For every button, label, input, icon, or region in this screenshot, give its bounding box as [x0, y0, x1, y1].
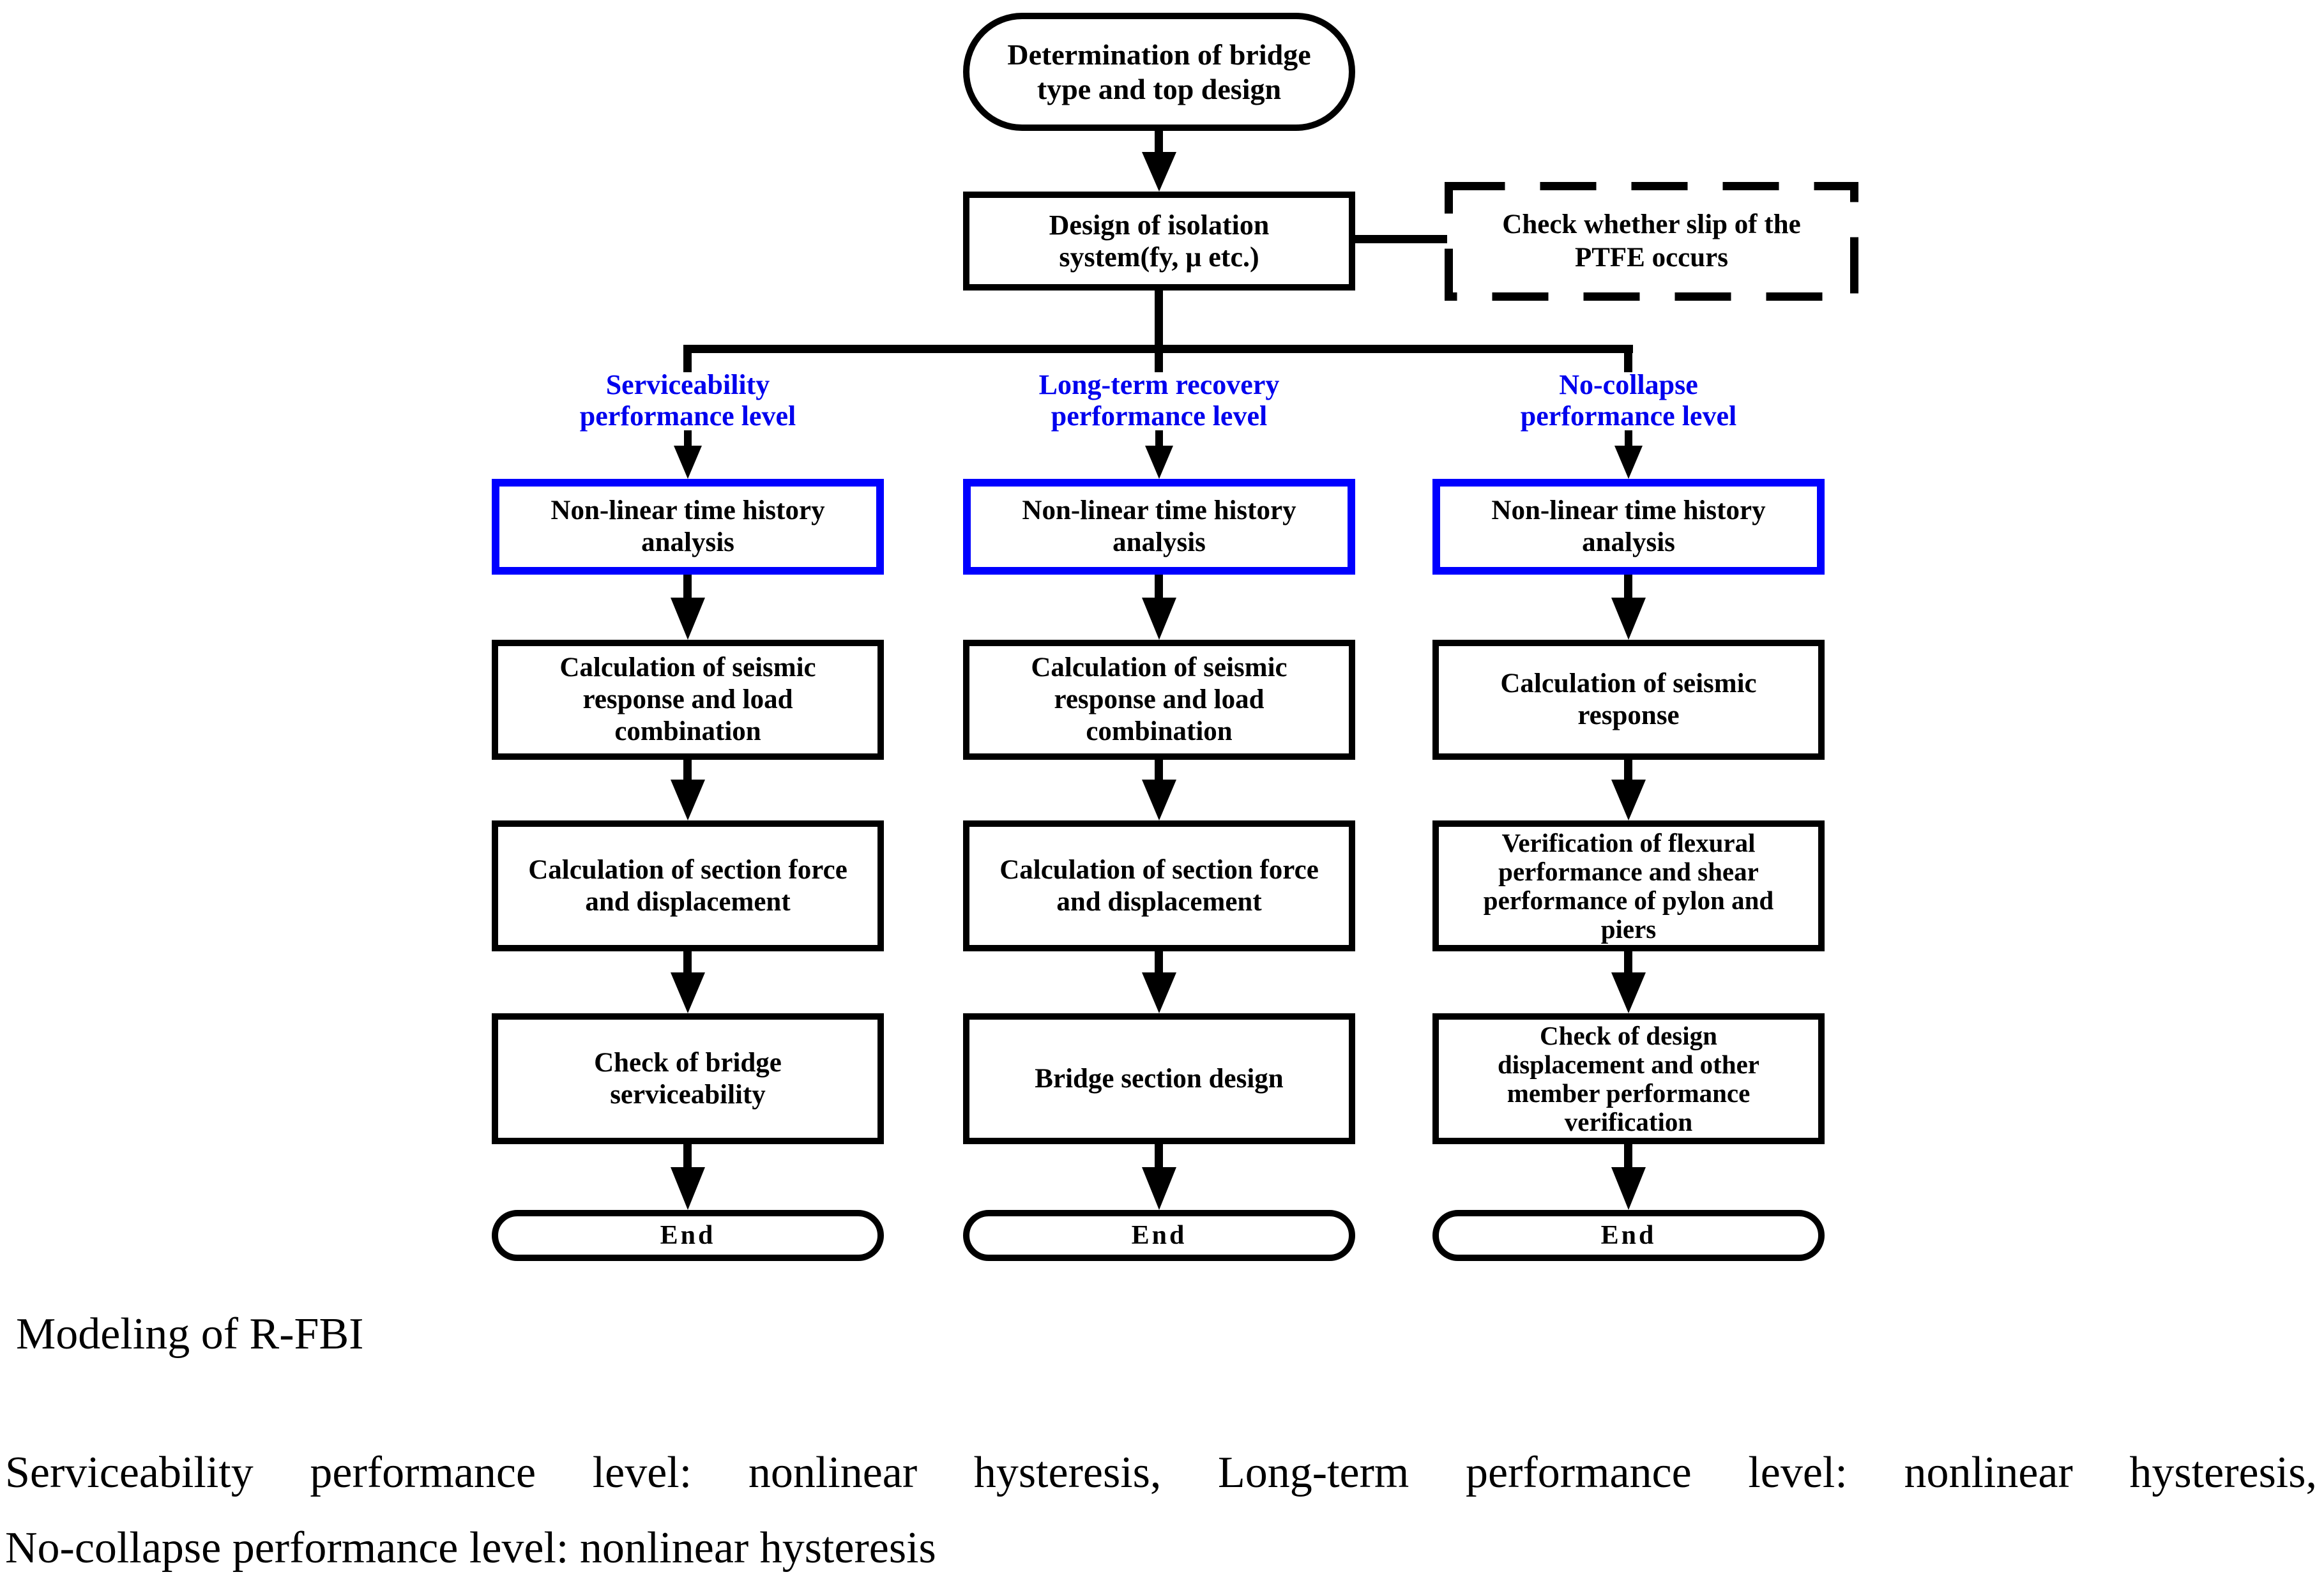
col2-nonlinear-analysis-node: Non-linear time history analysis: [963, 479, 1355, 575]
label-no-collapse-level: No-collapse performance level: [1520, 369, 1737, 432]
arrow-col2-2-shaft: [1155, 760, 1163, 781]
slip-check-dashed-border: [1445, 182, 1858, 301]
start-node: Determination of bridge type and top des…: [963, 13, 1355, 131]
arrow-col1-3-head: [671, 972, 705, 1013]
branch-stub-right: [1624, 353, 1632, 372]
col3-flexural-verification-node: Verification of flexural performance and…: [1432, 820, 1825, 951]
arrow-start-to-isolation-head: [1142, 152, 1176, 192]
arrow-label-col2-shaft: [1155, 430, 1163, 447]
col3-displacement-check-node: Check of design displacement and other m…: [1432, 1013, 1825, 1144]
arrow-start-to-isolation-shaft: [1155, 131, 1163, 153]
arrow-col2-1-head: [1142, 598, 1176, 640]
arrow-col2-3-shaft: [1155, 951, 1163, 974]
arrow-label-col2-head: [1145, 446, 1173, 479]
arrow-label-col3-head: [1614, 446, 1643, 479]
col1-section-force-node: Calculation of section force and displac…: [492, 820, 884, 951]
arrow-col3-1-shaft: [1624, 575, 1632, 599]
arrow-col2-3-head: [1142, 972, 1176, 1013]
arrow-col1-2-head: [671, 780, 705, 820]
arrow-col3-2-head: [1611, 780, 1646, 820]
col3-nonlinear-analysis-node: Non-linear time history analysis: [1432, 479, 1825, 575]
arrow-col1-1-shaft: [683, 575, 692, 599]
col1-seismic-response-node: Calculation of seismic response and load…: [492, 640, 884, 760]
slip-check-node: Check whether slip of the PTFE occurs: [1502, 209, 1801, 273]
col3-end-node: End: [1432, 1210, 1825, 1261]
isolation-design-node: Design of isolation system(fy, μ etc.): [963, 192, 1355, 291]
branch-stub-left: [683, 353, 692, 372]
arrow-col2-4-shaft: [1155, 1144, 1163, 1168]
arrow-col3-2-shaft: [1624, 760, 1632, 781]
col1-end-node: End: [492, 1210, 884, 1261]
arrow-label-col1-shaft: [684, 430, 692, 447]
arrow-col1-1-head: [671, 598, 705, 640]
col1-nonlinear-analysis-node: Non-linear time history analysis: [492, 479, 884, 575]
arrow-col3-3-head: [1611, 972, 1646, 1013]
col3-seismic-response-node: Calculation of seismic response: [1432, 640, 1825, 760]
branch-horizontal-line: [683, 345, 1633, 353]
arrow-col1-2-shaft: [683, 760, 692, 781]
col1-serviceability-check-node: Check of bridge serviceability: [492, 1013, 884, 1144]
hysteresis-caption-line1: Serviceability performance level: nonlin…: [5, 1448, 2317, 1497]
arrow-label-col3-shaft: [1625, 430, 1632, 447]
branch-vertical-line: [1155, 291, 1163, 348]
arrow-col2-2-head: [1142, 780, 1176, 820]
hysteresis-caption-line2: No-collapse performance level: nonlinear…: [5, 1523, 936, 1573]
hysteresis-caption: Serviceability performance level: nonlin…: [5, 1435, 2317, 1586]
col2-seismic-response-node: Calculation of seismic response and load…: [963, 640, 1355, 760]
col2-end-node: End: [963, 1210, 1355, 1261]
label-serviceability-level: Serviceability performance level: [579, 369, 796, 432]
label-long-term-level: Long-term recovery performance level: [1038, 369, 1280, 432]
modeling-caption: Modeling of R-FBI: [16, 1310, 364, 1359]
connector-to-slip-check: [1355, 235, 1447, 243]
arrow-col1-3-shaft: [683, 951, 692, 974]
arrow-col2-4-head: [1142, 1167, 1176, 1210]
arrow-label-col1-head: [674, 446, 702, 479]
arrow-col3-3-shaft: [1624, 951, 1632, 974]
arrow-col3-4-shaft: [1624, 1144, 1632, 1168]
arrow-col3-1-head: [1611, 598, 1646, 640]
arrow-col1-4-head: [671, 1167, 705, 1210]
branch-stub-center: [1155, 353, 1163, 372]
arrow-col3-4-head: [1611, 1167, 1646, 1210]
col2-bridge-section-design-node: Bridge section design: [963, 1013, 1355, 1144]
arrow-col1-4-shaft: [683, 1144, 692, 1168]
col2-section-force-node: Calculation of section force and displac…: [963, 820, 1355, 951]
arrow-col2-1-shaft: [1155, 575, 1163, 599]
